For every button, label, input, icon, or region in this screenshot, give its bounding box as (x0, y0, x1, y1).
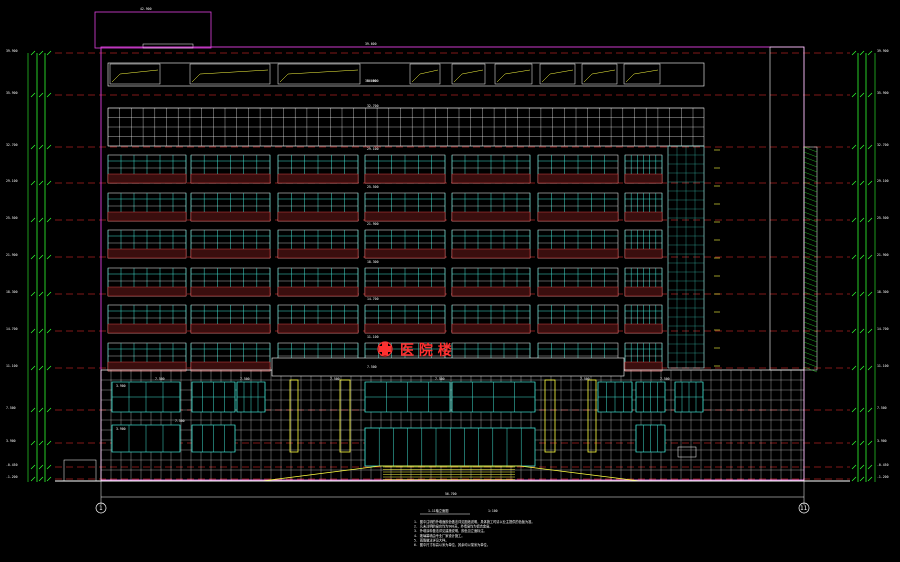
left-elevation-label: 21.900 (6, 253, 18, 257)
hospital-sign: 医 院 楼 (377, 341, 452, 359)
ground-level-label: 3.900 (116, 384, 126, 388)
ground-and-dimension: 56.700 (55, 480, 850, 505)
axis-left-label: 1 (99, 505, 103, 512)
window-bays (107, 154, 663, 372)
scale-text: 1:100 (488, 509, 498, 513)
left-elevation-label: 14.700 (6, 327, 18, 331)
floor-level-label: 21.900 (367, 222, 379, 226)
left-elevation-label: 39.900 (6, 49, 18, 53)
left-elevation-labels: 39.900 35.900 32.700 29.100 25.500 21.900 18.3… (6, 49, 18, 479)
side-glass-column (714, 146, 818, 373)
left-elevation-label: 7.500 (6, 406, 16, 410)
right-elevation-label: 25.500 (877, 216, 889, 220)
podium-level-label: 7.500 (435, 377, 445, 381)
left-elevation-label: 18.300 (6, 290, 18, 294)
podium-level-label: 7.500 (330, 377, 340, 381)
left-elevation-label: 3.900 (6, 439, 16, 443)
note-line: 5. 雨篷做法详见大样。 (414, 537, 448, 542)
right-elevation-label: 3.900 (877, 439, 887, 443)
floor-level-label: 32.700 (367, 104, 379, 108)
podium-level-label: 7.500 (175, 419, 185, 423)
right-elevation-label: 29.100 (877, 179, 889, 183)
floor-level-label: 11.100 (367, 335, 379, 339)
floor-level-label: 25.500 (367, 185, 379, 189)
note-line: 6. 图中尺寸标高以米为单位，其余均以毫米为单位。 (414, 542, 490, 547)
left-elevation-label: 32.700 (6, 143, 18, 147)
right-elevation-label: 14.700 (877, 327, 889, 331)
right-elevation-labels: 39.900 35.900 32.700 29.100 25.500 21.900 18.3… (877, 49, 889, 479)
left-elevation-label: 25.500 (6, 216, 18, 220)
note-line: 4. 玻璃幕墙由专业厂家设计施工。 (414, 533, 464, 538)
overall-width-label: 56.700 (445, 492, 457, 496)
notes-block: 1. 图中注明的外墙面颜色做法详见图纸说明，具体施工时请以业主提供的色板为准。2… (414, 519, 535, 547)
podium-level-label: 7.500 (240, 377, 250, 381)
sign-text: 医 院 楼 (400, 342, 452, 359)
right-elevation-label: -1.200 (877, 475, 889, 479)
right-elevation-label: -0.450 (877, 463, 889, 467)
note-line: 3. 外墙涂料做法详见建施说明，颜色见立面标注。 (414, 528, 487, 533)
podium-level-label: 7.500 (660, 377, 670, 381)
right-elevation-label: 39.900 (877, 49, 889, 53)
floor-level-label: 14.700 (367, 297, 379, 301)
floor-level-labels: 36.600 32.700 29.100 25.500 21.900 18.300 14.7… (116, 79, 670, 431)
left-elevation-label: -0.450 (6, 463, 18, 467)
axis-bubble-left: 1 (95, 502, 107, 514)
level-lines (55, 52, 850, 480)
stair-label: 36.600 (365, 79, 377, 83)
podium-level-label: 7.500 (155, 377, 165, 381)
floor-level-label: 7.500 (367, 365, 377, 369)
ground-level-label: 3.900 (116, 427, 126, 431)
left-elevation-label: -1.200 (6, 475, 18, 479)
podium-level-label: 7.500 (580, 377, 590, 381)
right-elevation-label: 21.900 (877, 253, 889, 257)
left-elevation-label: 11.100 (6, 364, 18, 368)
right-elevation-label: 11.100 (877, 364, 889, 368)
right-elevation-label: 7.500 (877, 406, 887, 410)
drawing-title: 1-11轴立面图 1:100 (420, 508, 498, 515)
note-line: 2. 凡未注明的窗台均为900高，外墙窗均为铝合金窗。 (414, 524, 492, 529)
left-elevation-label: 35.900 (6, 91, 18, 95)
title-text: 1-11轴立面图 (428, 508, 448, 513)
right-elevation-label: 18.300 (877, 290, 889, 294)
floor-level-label: 29.100 (367, 147, 379, 151)
left-elevation-label: 29.100 (6, 179, 18, 183)
axis-right-label: 11 (800, 505, 808, 512)
right-dimension-chain (851, 50, 876, 482)
upper-curtain-grid (107, 107, 705, 369)
axis-bubble-right: 11 (798, 502, 810, 514)
right-elevation-label: 32.700 (877, 143, 889, 147)
floor-level-label: 36.600 (367, 79, 379, 83)
note-line: 1. 图中注明的外墙面颜色做法详见图纸说明，具体施工时请以业主提供的色板为准。 (414, 519, 535, 524)
roof-level-label: 39.600 (365, 42, 377, 46)
podium (63, 357, 805, 482)
right-elevation-label: 35.900 (877, 91, 889, 95)
floor-level-label: 18.300 (367, 260, 379, 264)
roof-mechanical-row (109, 63, 661, 85)
top-dim-label: 42.900 (140, 7, 152, 11)
left-dimension-chain (27, 50, 52, 482)
